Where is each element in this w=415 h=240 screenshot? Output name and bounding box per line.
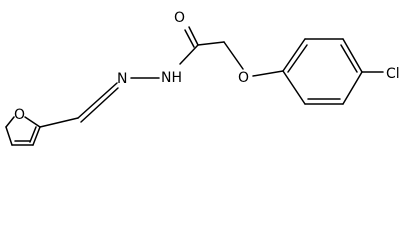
ether-oxygen-label: O (238, 70, 249, 86)
benzene-ring (282, 38, 363, 105)
furan-oxygen-label: O (14, 107, 25, 123)
amide-nitrogen-label: NH (161, 70, 182, 86)
bond-o-ether-ring (252, 70, 284, 77)
bond-c5-o1 (5, 116, 15, 128)
bond-b1-b2-inner (287, 44, 308, 73)
bond-b4-b5 (342, 71, 363, 105)
bond-ch-n-imine-double (80, 87, 119, 123)
bond-ch2-o-ether (223, 41, 244, 70)
bond-c4-c5 (5, 126, 13, 146)
molecule-structure: O N NH O O Cl (5, 10, 400, 146)
imine-nitrogen-label: N (117, 71, 127, 87)
bond-c-o-carbonyl-double (184, 29, 195, 48)
bond-b6-b1 (282, 70, 306, 105)
bond-co-ch2 (197, 41, 225, 46)
bond-b1-b2 (282, 38, 306, 72)
bond-ch-n-imine (77, 82, 118, 119)
bond-b3-b4 (342, 38, 363, 73)
bond-c-o-carbonyl (188, 26, 199, 46)
chlorine-label: Cl (386, 66, 400, 82)
bond-o1-c2 (24, 116, 41, 128)
bond-b3-b4-inner (340, 44, 358, 73)
bond-nh-co (179, 44, 199, 65)
carbonyl-oxygen-label: O (174, 10, 185, 26)
bond-c2-c3 (32, 126, 41, 146)
bond-c2-ch (39, 117, 79, 128)
bond-c2-c3-inner (29, 126, 37, 143)
furan-ring (5, 116, 41, 146)
